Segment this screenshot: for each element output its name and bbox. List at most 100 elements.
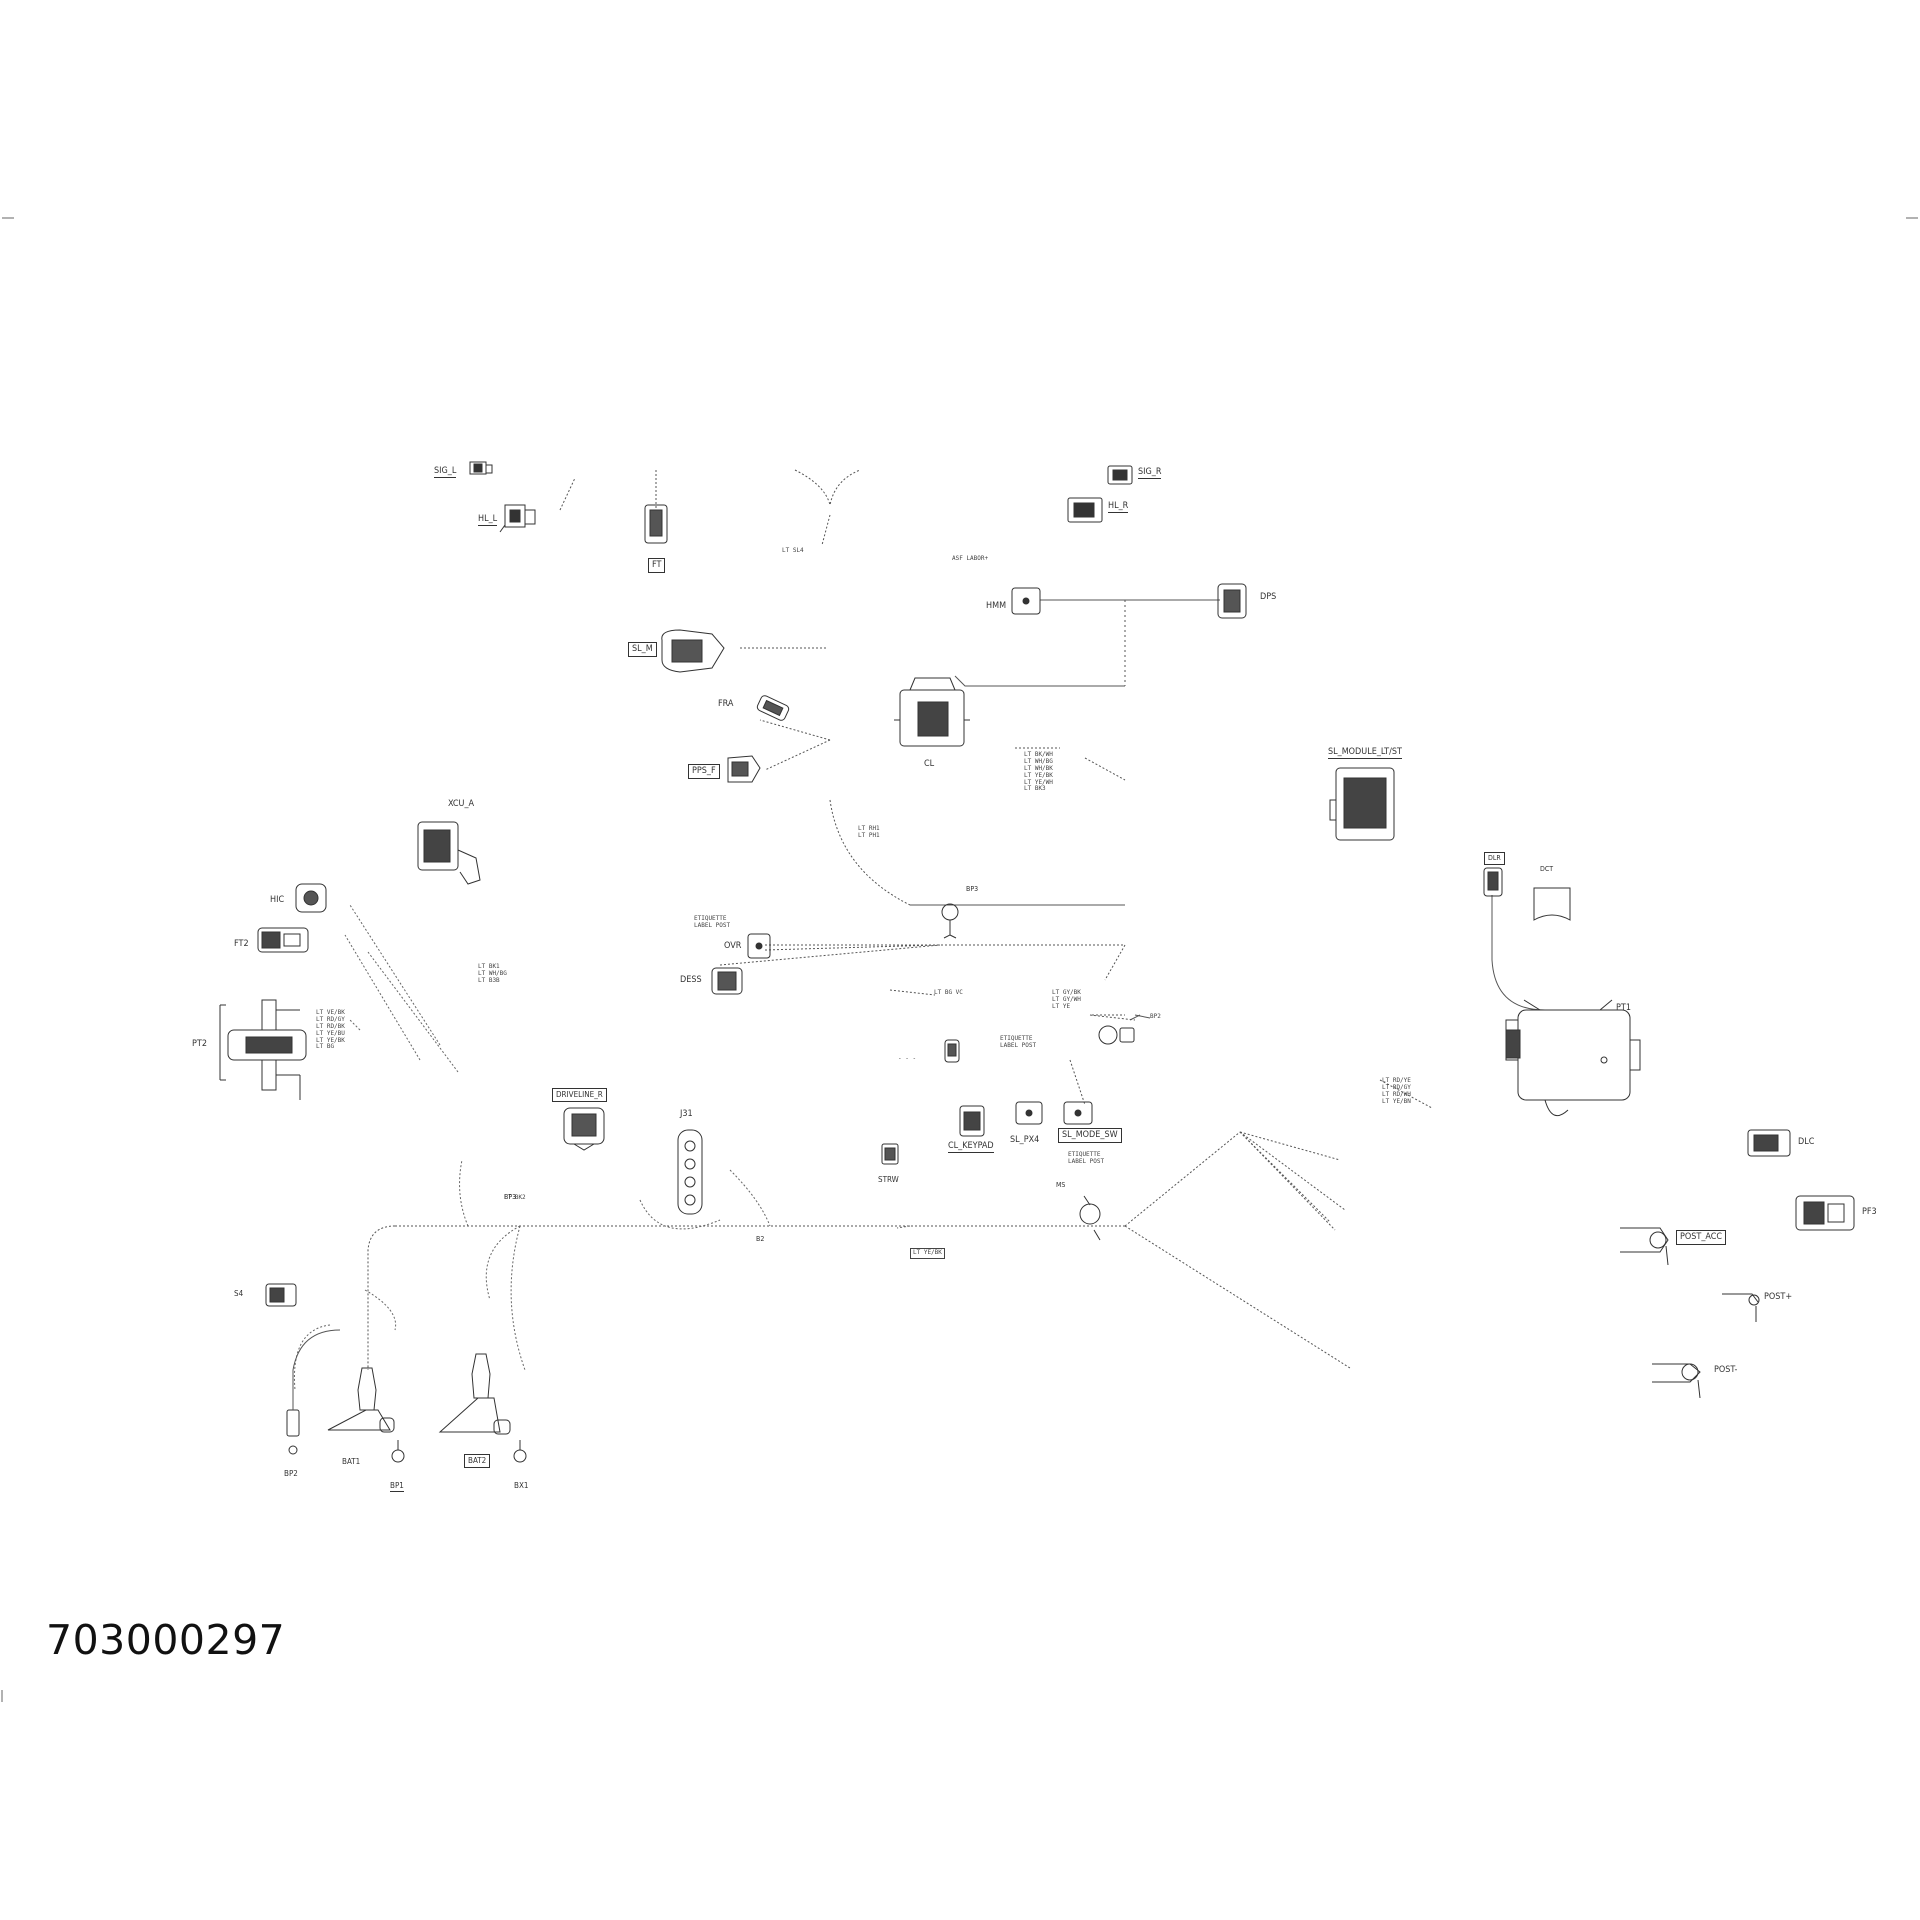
label-hic: HIC	[270, 895, 285, 905]
note-lt-bk2: LT BK2	[504, 1194, 526, 1201]
label-dps: DPS	[1260, 592, 1277, 602]
note-lt-ye-bk: LT YE/BK	[910, 1248, 945, 1259]
note-mode: ETIQUETTE LABEL POST	[1068, 1151, 1105, 1165]
harness-clip	[1079, 1195, 1101, 1241]
label-bat2: BAT2	[464, 1454, 491, 1468]
harness-trunk	[367, 1131, 1351, 1370]
note-label-post: ETIQUETTE LABEL POST	[1000, 1035, 1037, 1049]
connector-sl-m	[661, 629, 725, 673]
note-pt2-list: LT VE/BK LT RD/GY LT RD/BK LT YE/BU LT Y…	[316, 1009, 345, 1051]
label-b2: B2	[756, 1235, 765, 1243]
terminal-bp1	[391, 1440, 405, 1463]
connector-xcu-a	[417, 821, 481, 885]
connector-cl	[894, 677, 970, 747]
label-sl-module: SL_MODULE_LT/ST	[1328, 747, 1402, 759]
label-bp3b: BP3	[504, 1193, 517, 1201]
connector-pps-f	[727, 755, 761, 783]
label-bat1: BAT1	[342, 1457, 361, 1466]
label-sig-l: SIG_L	[434, 466, 457, 478]
label-xcu-a: XCU_A	[448, 799, 475, 809]
connector-hic	[295, 883, 327, 913]
note-ms-list: LT GY/BK LT GY/WH LT YE	[1052, 989, 1081, 1010]
label-hmm: HMM	[986, 601, 1007, 611]
connector-dlr	[1483, 867, 1503, 897]
connector-dct	[1533, 887, 1571, 921]
label-post-plus: POST+	[1764, 1292, 1793, 1302]
label-bp2: BP2	[284, 1469, 298, 1478]
label-dct: DCT	[1540, 865, 1554, 873]
terminal-post-acc	[1620, 1227, 1669, 1266]
connector-sig-r	[1107, 465, 1133, 485]
label-sl-px4: SL_PX4	[1010, 1135, 1040, 1145]
label-pt2: PT2	[192, 1039, 207, 1049]
note-pt1-list: LT RD/YE LT RD/GY LT RD/WH LT YE/BN	[1382, 1077, 1411, 1105]
terminal-post-minus	[1652, 1363, 1701, 1399]
label-ft2: FT2	[234, 939, 249, 949]
label-cl: CL	[924, 759, 935, 769]
connector-small-1	[944, 1039, 960, 1063]
label-dess: DESS	[680, 975, 702, 985]
note-lt-bg: LT BG VC	[934, 989, 963, 996]
label-j31: J31	[680, 1109, 693, 1119]
connector-ms	[1098, 1025, 1135, 1045]
label-sl-m: SL_M	[628, 642, 657, 657]
label-sl-mode-sw: SL_MODE_SW	[1058, 1128, 1122, 1143]
connector-ft2	[257, 927, 309, 953]
label-ovr: OVR	[724, 941, 742, 951]
connector-sl-mode-sw	[1063, 1101, 1093, 1125]
label-hl-l: HL_L	[478, 514, 498, 526]
label-pps-f: PPS_F	[688, 764, 720, 779]
label-s4: S4	[234, 1289, 244, 1298]
connector-s4	[265, 1283, 297, 1307]
connector-driveline	[563, 1107, 605, 1151]
label-post-acc: POST_ACC	[1676, 1230, 1727, 1245]
note-lt-pair: LT RH1 LT PH1	[858, 825, 880, 839]
connector-strw	[881, 1143, 899, 1165]
right-harness	[1379, 895, 1546, 1109]
terminal-post-plus	[1722, 1293, 1760, 1322]
part-number: 703000297	[46, 1616, 286, 1664]
label-strw: STRW	[878, 1175, 899, 1184]
terminal-bat1	[327, 1367, 395, 1433]
label-fra: FRA	[718, 699, 734, 709]
connector-pt2	[219, 999, 307, 1100]
connector-hmm	[1011, 587, 1041, 615]
connector-dess	[711, 967, 743, 995]
note-cl-list: LT BK/WH LT WH/BG LT WH/BK LT YE/BK LT Y…	[1024, 751, 1053, 793]
label-dlc: DLC	[1798, 1137, 1815, 1147]
terminal-bx1	[513, 1440, 527, 1463]
terminal-bp3	[941, 903, 959, 939]
connector-hl-r	[1067, 497, 1103, 523]
crop-marks	[1, 217, 1918, 1702]
label-pt1: PT1	[1616, 1003, 1631, 1013]
connector-j31	[677, 1129, 703, 1215]
connector-dps	[1217, 583, 1247, 619]
label-bp3: BP3	[966, 885, 979, 893]
note-bp2-mark: BP2	[1150, 1013, 1161, 1020]
connector-pf3	[1795, 1195, 1855, 1231]
harness-branches	[293, 904, 911, 1391]
label-hl-r: HL_R	[1108, 501, 1129, 513]
label-bx1: BX1	[514, 1481, 529, 1490]
connector-pt1	[1505, 999, 1641, 1117]
label-pf3: PF3	[1862, 1207, 1877, 1217]
connector-hl-l	[499, 504, 536, 533]
note-ovr: ETIQUETTE LABEL POST	[694, 915, 731, 929]
label-driveline: DRIVELINE_R	[552, 1088, 607, 1102]
connector-sl-px4	[1015, 1101, 1043, 1125]
label-cl-keypad: CL_KEYPAD	[948, 1141, 994, 1153]
note-keypad-dash: - - -	[898, 1055, 917, 1062]
label-bp1: BP1	[390, 1481, 404, 1492]
terminal-bp2	[286, 1409, 300, 1455]
connector-dlc	[1747, 1129, 1791, 1157]
label-dlr: DLR	[1484, 852, 1505, 865]
connector-fra	[756, 695, 790, 721]
connector-ft	[644, 504, 668, 544]
bp2-lead	[292, 1329, 341, 1410]
connector-ovr	[747, 933, 771, 959]
note-xcu-list: LT BK1 LT WH/BG LT B3B	[478, 963, 507, 984]
label-post-minus: POST-	[1714, 1365, 1738, 1375]
label-ms: MS	[1056, 1181, 1066, 1189]
connector-sig-l	[469, 461, 493, 475]
